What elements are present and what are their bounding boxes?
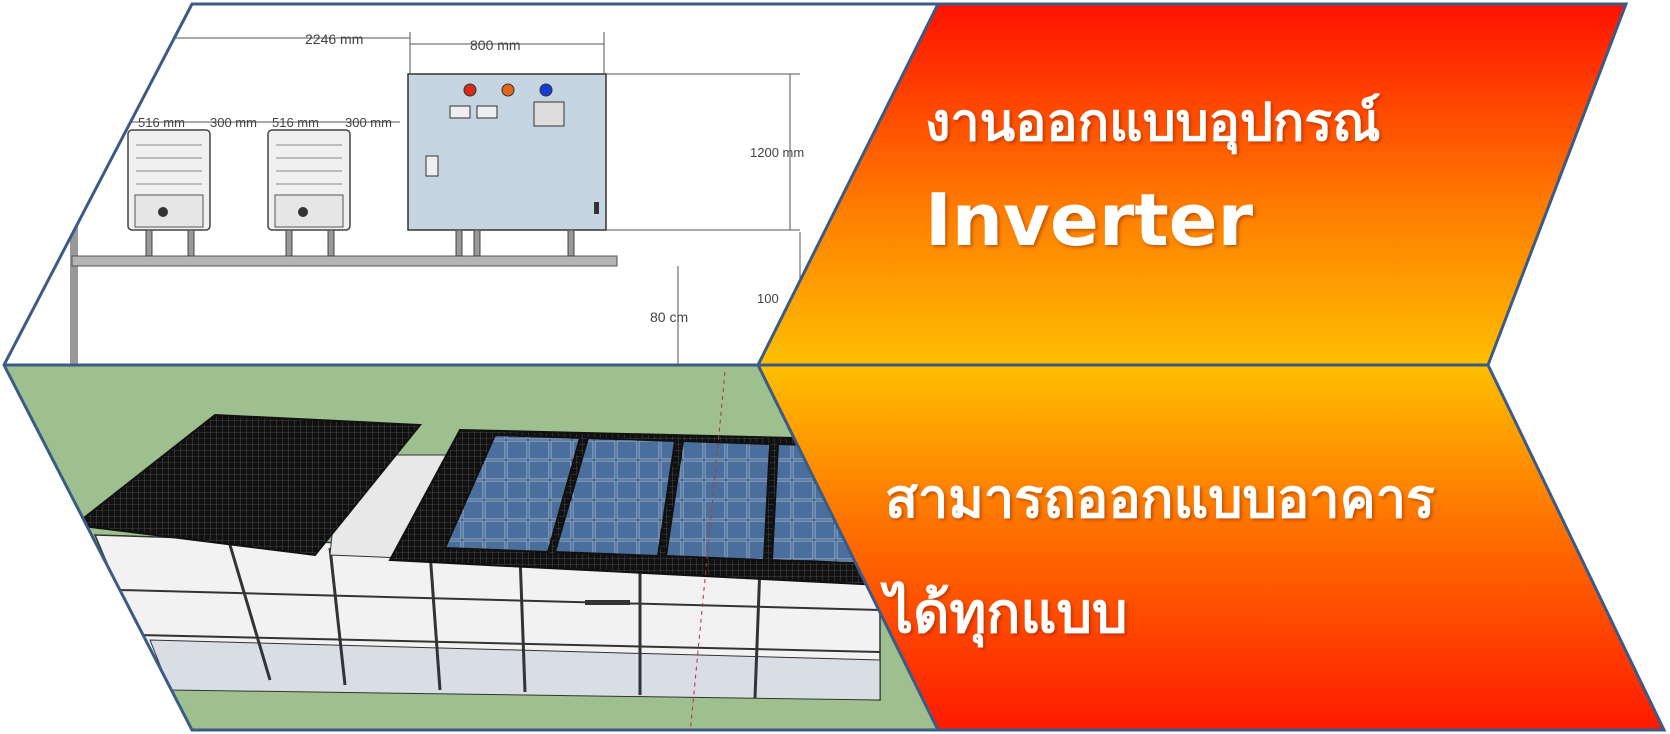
roof-frame-left: [72, 413, 423, 557]
top-text-panel: [758, 4, 1626, 365]
solar-panel-2: [553, 436, 677, 558]
bottom-line-1: สามารถออกแบบอาคาร: [885, 467, 1436, 530]
inverter-drawing: 2246 mm 800 mm 1200 mm 516 mm 300 mm 516…: [4, 4, 938, 365]
bottom-line-2: ได้ทุกแบบ: [885, 581, 1128, 646]
dim-inverter-a: 516 mm: [138, 115, 185, 130]
top-heading: งานออกแบบอุปกรณ์: [925, 93, 1381, 153]
solar-panel-3: [664, 439, 772, 562]
dim-inverter-b: 516 mm: [272, 115, 319, 130]
control-cabinet: [407, 73, 607, 257]
inverter-unit-2: [267, 129, 351, 257]
inverter-unit-1: [127, 129, 211, 257]
dim-gap-a: 300 mm: [210, 115, 257, 130]
dim-cabinet-height: 1200 mm: [750, 145, 804, 160]
bottom-text-panel: [758, 365, 1664, 730]
dim-total-width: 2246 mm: [305, 31, 363, 47]
dimension-lines: [130, 32, 801, 365]
top-subheading: Inverter: [925, 178, 1254, 262]
dim-shelf-height: 80 cm: [650, 309, 688, 325]
dim-side-height: 100: [757, 291, 779, 306]
wall: [70, 190, 78, 365]
dim-gap-b: 300 mm: [345, 115, 392, 130]
dim-cabinet-width: 800 mm: [470, 37, 521, 53]
solar-panel-1: [443, 433, 582, 554]
mounting-shelf: [71, 255, 618, 267]
